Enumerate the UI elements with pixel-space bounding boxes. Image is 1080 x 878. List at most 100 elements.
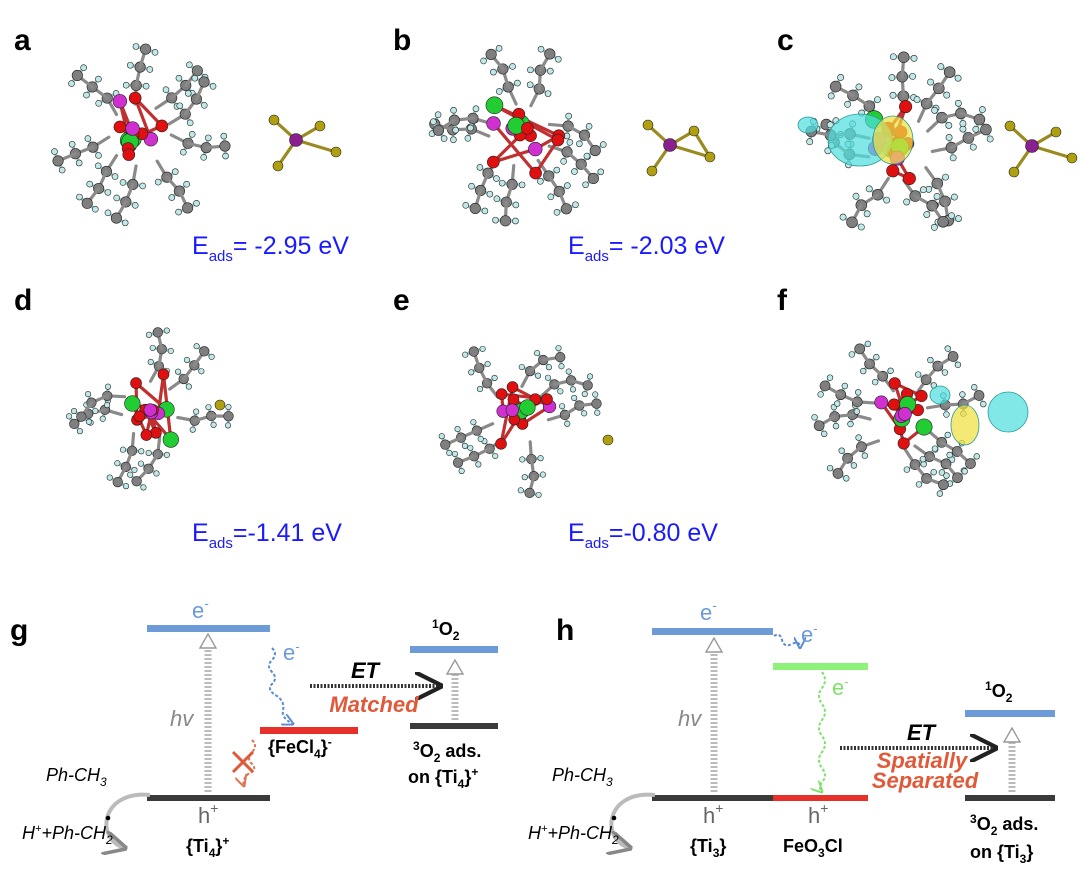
hydrogen-atom bbox=[92, 205, 99, 213]
chlorine-atom bbox=[330, 146, 342, 158]
level-g-triplet bbox=[410, 723, 498, 729]
hydrogen-atom bbox=[565, 112, 572, 120]
hydrogen-atom bbox=[943, 472, 950, 479]
eads-e: Eads=-0.80 eV bbox=[568, 519, 718, 552]
hydrogen-atom bbox=[583, 152, 591, 160]
green-drop-wavy-h bbox=[819, 671, 826, 792]
hydrogen-atom bbox=[565, 368, 572, 375]
carbon-atom bbox=[452, 457, 464, 468]
hydrogen-atom bbox=[581, 391, 588, 398]
hydrogen-atom bbox=[175, 368, 182, 375]
carbon-atom bbox=[71, 69, 83, 82]
hydrogen-atom bbox=[450, 136, 457, 144]
chlorine-atom bbox=[646, 165, 658, 177]
chlorine-atom bbox=[1004, 120, 1016, 132]
hydrogen-atom bbox=[452, 126, 459, 134]
hydrogen-atom bbox=[137, 460, 144, 467]
hydrogen-atom bbox=[512, 217, 519, 225]
acceptor-label-g: {FeCl4}- bbox=[268, 735, 332, 761]
hydrogen-atom bbox=[222, 152, 229, 160]
bond bbox=[133, 96, 153, 141]
hydrogen-atom bbox=[564, 420, 571, 427]
hydrogen-atom bbox=[874, 96, 881, 104]
oxygen-atom bbox=[899, 100, 913, 114]
hydrogen-atom bbox=[462, 351, 469, 358]
oxygen-atom bbox=[155, 119, 169, 133]
hydrogen-atom bbox=[122, 483, 130, 490]
hydrogen-atom bbox=[189, 426, 196, 433]
oxygen-atom bbox=[521, 121, 534, 135]
hydrogen-atom bbox=[183, 180, 190, 188]
level-h-electron bbox=[652, 628, 773, 635]
hydrogen-atom bbox=[151, 49, 159, 56]
hydrogen-atom bbox=[167, 347, 174, 355]
hydrogen-atom bbox=[454, 426, 461, 433]
hydrogen-atom bbox=[832, 422, 840, 430]
hydrogen-atom bbox=[154, 178, 162, 186]
iron-atom bbox=[1025, 139, 1039, 153]
hydrogen-atom bbox=[941, 369, 949, 376]
hydrogen-atom bbox=[817, 391, 824, 398]
hydrogen-atom bbox=[92, 407, 99, 415]
hydrogen-atom bbox=[959, 391, 966, 398]
hydrogen-atom bbox=[171, 168, 179, 176]
hydrogen-atom bbox=[111, 173, 119, 180]
bond bbox=[294, 138, 338, 154]
hydrogen-atom bbox=[959, 120, 967, 128]
hydrogen-atom bbox=[915, 481, 923, 488]
hydrogen-atom bbox=[479, 345, 486, 352]
hydrogen-atom bbox=[553, 166, 561, 174]
electron-label-h: e- bbox=[700, 597, 717, 625]
hydrogen-atom bbox=[927, 356, 934, 364]
hydrogen-atom bbox=[85, 418, 93, 425]
hydrogen-atom bbox=[537, 455, 544, 462]
hydrogen-atom bbox=[68, 140, 76, 148]
hydrogen-atom bbox=[544, 374, 552, 381]
chlorine-atom bbox=[704, 151, 716, 163]
hydrogen-atom bbox=[186, 61, 193, 69]
carbon-atom bbox=[965, 458, 976, 469]
hydrogen-atom bbox=[888, 74, 896, 81]
hydrogen-atom bbox=[913, 96, 921, 103]
carbon-atom bbox=[980, 123, 992, 136]
transfer-electron-label-g: e- bbox=[283, 639, 300, 665]
hydrogen-atom bbox=[853, 408, 861, 415]
carbon-atom bbox=[110, 212, 122, 224]
hydrogen-atom bbox=[597, 168, 605, 176]
chlorine-atom bbox=[214, 399, 226, 411]
hydrogen-atom bbox=[571, 394, 578, 401]
oxygen-atom bbox=[487, 155, 500, 169]
carbon-atom bbox=[182, 202, 194, 214]
hydrogen-atom bbox=[887, 367, 894, 374]
hydrogen-atom bbox=[841, 382, 849, 390]
hydrogen-atom bbox=[193, 343, 200, 350]
electron-transfer-wavy-g bbox=[268, 647, 293, 724]
hydrogen-atom bbox=[175, 74, 183, 82]
oxygen-atom bbox=[495, 437, 507, 450]
hydrogen-atom bbox=[477, 435, 484, 443]
eads-d: Eads=-1.41 eV bbox=[192, 519, 342, 552]
hydrogen-atom bbox=[106, 474, 113, 481]
hydrogen-atom bbox=[559, 403, 566, 410]
hydrogen-atom bbox=[537, 45, 545, 53]
phosphorus-atom bbox=[874, 395, 889, 410]
blocked-cross-icon bbox=[231, 750, 255, 774]
hydrogen-atom bbox=[855, 83, 863, 91]
hydrogen-atom bbox=[467, 444, 474, 451]
hydrogen-atom bbox=[205, 404, 212, 411]
level-h-green bbox=[773, 663, 868, 670]
hydrogen-atom bbox=[948, 212, 955, 220]
hydrogen-atom bbox=[930, 468, 937, 476]
hydrogen-atom bbox=[185, 383, 192, 390]
carbon-atom bbox=[952, 472, 963, 484]
hydrogen-atom bbox=[931, 445, 939, 452]
et-label-g: ET bbox=[351, 658, 381, 683]
level-g-electron bbox=[147, 625, 270, 632]
hydrogen-atom bbox=[175, 208, 182, 216]
hydrogen-atom bbox=[534, 372, 542, 379]
carbon-atom bbox=[432, 124, 445, 136]
carbon-atom bbox=[152, 327, 163, 338]
carbon-atom bbox=[112, 476, 123, 488]
hydrogen-atom bbox=[490, 68, 497, 76]
hydrogen-atom bbox=[492, 452, 499, 460]
